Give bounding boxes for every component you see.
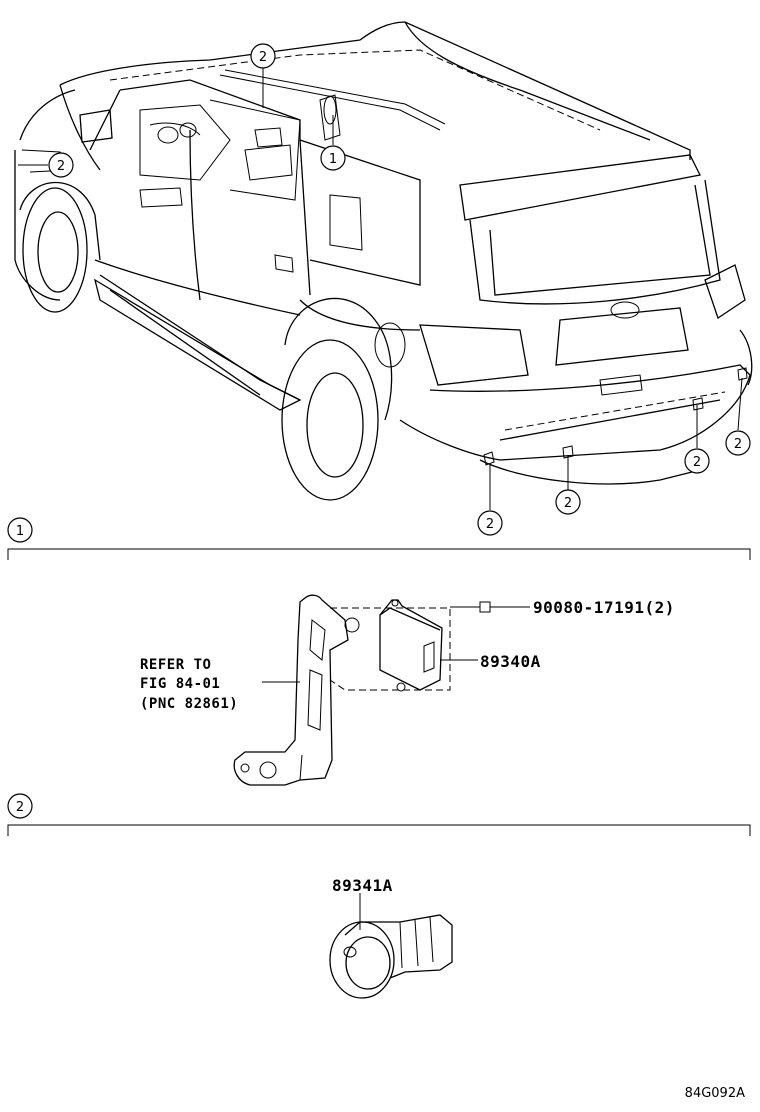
reference-line-3: (PNC 82861) bbox=[140, 696, 238, 712]
callout-2-rear-right: 2 bbox=[725, 430, 751, 456]
section-number: 2 bbox=[16, 800, 24, 815]
callout-number: 1 bbox=[329, 152, 337, 167]
callout-number: 2 bbox=[693, 455, 701, 470]
figure-code: 84G092A bbox=[685, 1086, 745, 1101]
part-number-sensor: 89341A bbox=[332, 876, 393, 895]
section-2-header: 2 bbox=[7, 793, 751, 836]
callout-2-rear-left: 2 bbox=[477, 510, 503, 536]
callout-number: 2 bbox=[57, 159, 65, 174]
callout-number: 2 bbox=[734, 437, 742, 452]
section-number: 1 bbox=[16, 524, 24, 539]
callout-2-top: 2 bbox=[250, 43, 276, 69]
callout-2-rear-center-left: 2 bbox=[555, 489, 581, 515]
section-1-header: 1 bbox=[7, 517, 751, 560]
section-1-illustration bbox=[233, 594, 530, 786]
callout-number: 2 bbox=[486, 517, 494, 532]
vehicle-callout-lines bbox=[18, 68, 743, 510]
callout-number: 2 bbox=[259, 50, 267, 65]
vehicle-illustration bbox=[14, 21, 753, 501]
callout-2-front: 2 bbox=[48, 152, 74, 178]
part-number-computer: 89340A bbox=[480, 652, 541, 671]
section-2-illustration bbox=[329, 893, 453, 999]
callout-1-interior: 1 bbox=[320, 145, 346, 171]
callout-number: 2 bbox=[564, 496, 572, 511]
part-number-bolt: 90080-17191(2) bbox=[533, 598, 675, 617]
reference-line-2: FIG 84-01 bbox=[140, 676, 220, 692]
reference-line-1: REFER TO bbox=[140, 657, 211, 673]
reference-note: REFER TO FIG 84-01 (PNC 82861) bbox=[140, 657, 238, 712]
bumper-sensor-marks bbox=[483, 367, 748, 466]
callout-2-rear-center-right: 2 bbox=[684, 448, 710, 474]
